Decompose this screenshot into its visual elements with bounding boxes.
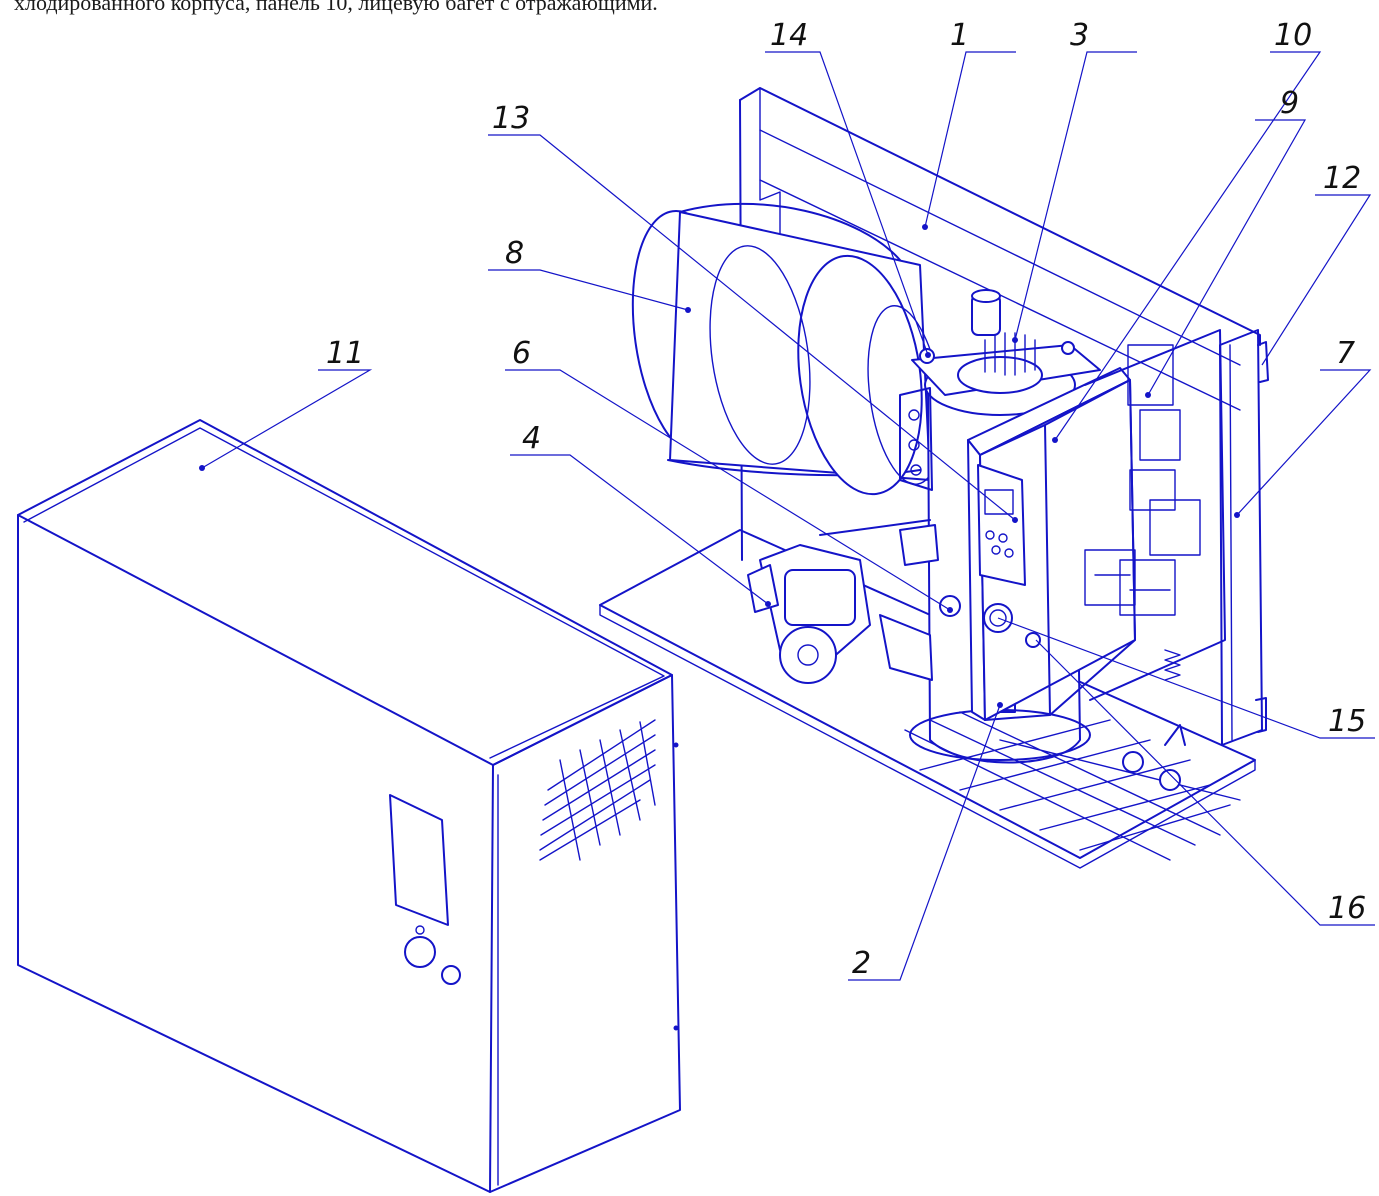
caption-text: хлодированного корпуса, панель 10, лицев…: [14, 0, 658, 15]
floor-grid: [904, 711, 1241, 861]
callout-14: 14: [770, 18, 808, 53]
callout-8: 8: [505, 236, 524, 271]
callout-labels: 1 2 3 4 6 7 8 9 10 11 12 13 14 15 16: [326, 18, 1366, 981]
leader-lines: [199, 51, 1375, 981]
callout-12: 12: [1323, 161, 1361, 196]
callout-16: 16: [1328, 891, 1366, 926]
callout-1: 1: [950, 18, 969, 53]
expansion-tank: [631, 202, 943, 496]
callout-6: 6: [512, 336, 531, 371]
cover-casing: [17, 419, 681, 1193]
callout-11: 11: [326, 336, 364, 371]
boiler-unit: [599, 87, 1269, 869]
relay-board: [1084, 329, 1226, 701]
circulation-pump: [747, 519, 961, 684]
callout-15: 15: [1328, 704, 1366, 739]
callout-3: 3: [1070, 18, 1089, 53]
callout-10: 10: [1274, 18, 1312, 53]
callout-7: 7: [1336, 336, 1355, 371]
vent-grille: [539, 719, 656, 861]
callout-13: 13: [492, 101, 530, 136]
callout-4: 4: [522, 421, 541, 456]
callout-9: 9: [1280, 86, 1299, 121]
callout-2: 2: [852, 946, 871, 981]
